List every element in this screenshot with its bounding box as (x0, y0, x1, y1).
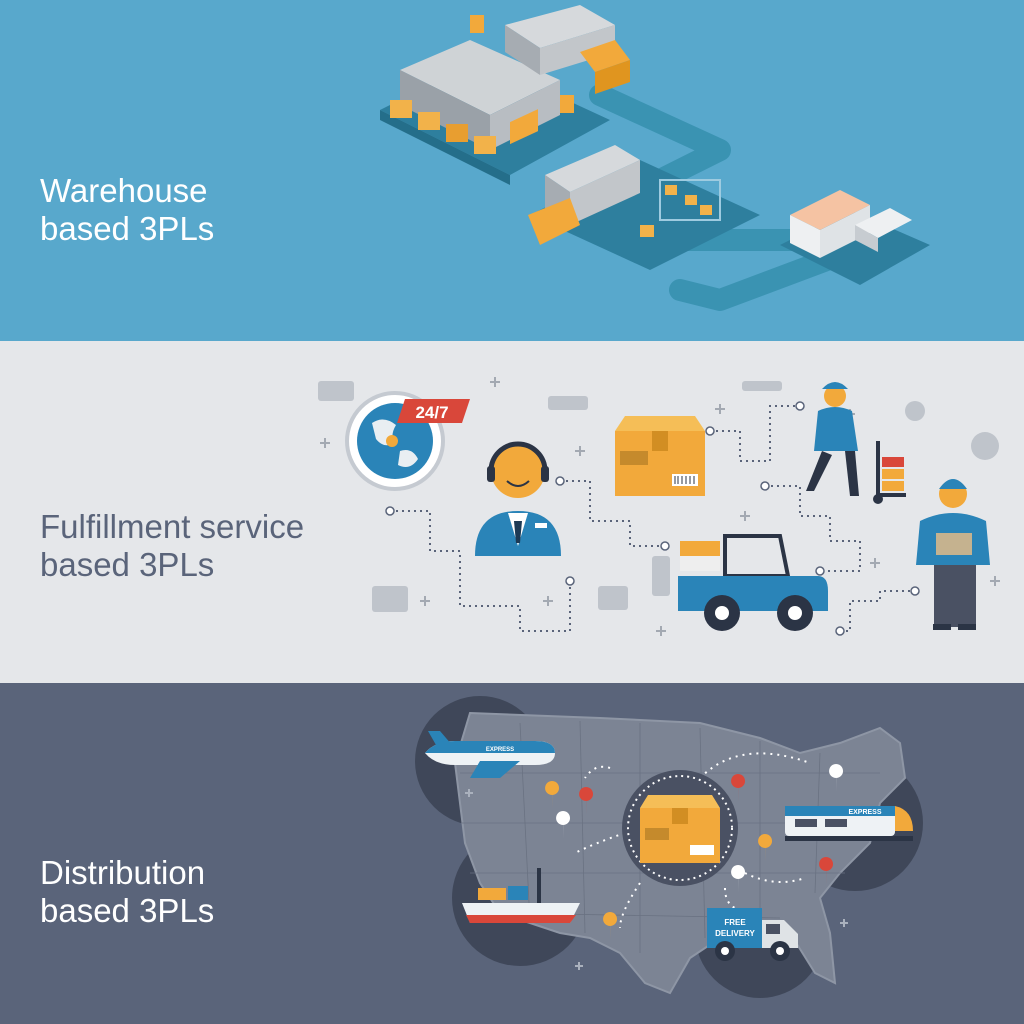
distribution-illustration: EXPRESS EXPRESS FREE DELI (415, 696, 923, 998)
pin-icon (545, 764, 844, 940)
plane-label: EXPRESS (486, 747, 514, 753)
shelves-icon (640, 179, 721, 237)
plane-icon: EXPRESS (425, 731, 555, 778)
warehouse-title-line2: based 3PLs (40, 210, 215, 247)
vehicle-icon (678, 534, 828, 631)
pallet-icon (390, 100, 496, 154)
operator-icon (475, 441, 561, 556)
warehouse-title: Warehouse based 3PLs (40, 172, 214, 248)
distribution-section: Distribution based 3PLs (0, 683, 1024, 1024)
fulfillment-title-line2: based 3PLs (40, 546, 215, 583)
distribution-title: Distribution based 3PLs (40, 854, 214, 930)
distribution-title-line1: Distribution (40, 854, 206, 891)
train-label: EXPRESS (848, 809, 881, 816)
train-icon: EXPRESS (785, 806, 913, 841)
forklift-icon (470, 15, 574, 113)
courier-icon (806, 382, 859, 496)
distribution-title-line2: based 3PLs (40, 892, 215, 929)
fulfillment-title-line1: Fulfillment service (40, 508, 305, 545)
fulfillment-illustration: 24/7 (318, 377, 1000, 636)
ship-icon (462, 868, 580, 923)
truck-label-line2: DELIVERY (715, 929, 755, 938)
truck-icon (505, 5, 630, 94)
truck-icon: FREE DELIVERY (707, 908, 798, 961)
truck-icon (528, 145, 640, 245)
cart-icon (873, 441, 906, 504)
warehouse-section: Warehouse based 3PLs (0, 0, 1024, 341)
warehouse-title-line1: Warehouse (40, 172, 208, 209)
badge-text: 24/7 (415, 403, 448, 422)
fulfillment-title: Fulfillment service based 3PLs (40, 508, 304, 584)
warehouse-illustration (380, 5, 930, 311)
globe-icon (345, 391, 445, 491)
warehouse-icon (380, 40, 610, 185)
badge-24-7: 24/7 (397, 399, 470, 423)
box-icon (622, 770, 738, 886)
box-icon (615, 416, 705, 496)
truck-label-line1: FREE (724, 918, 746, 927)
delivery-man-icon (916, 479, 990, 630)
fulfillment-section: Fulfillment service based 3PLs (0, 341, 1024, 683)
van-icon (855, 208, 912, 252)
store-icon (790, 190, 870, 258)
